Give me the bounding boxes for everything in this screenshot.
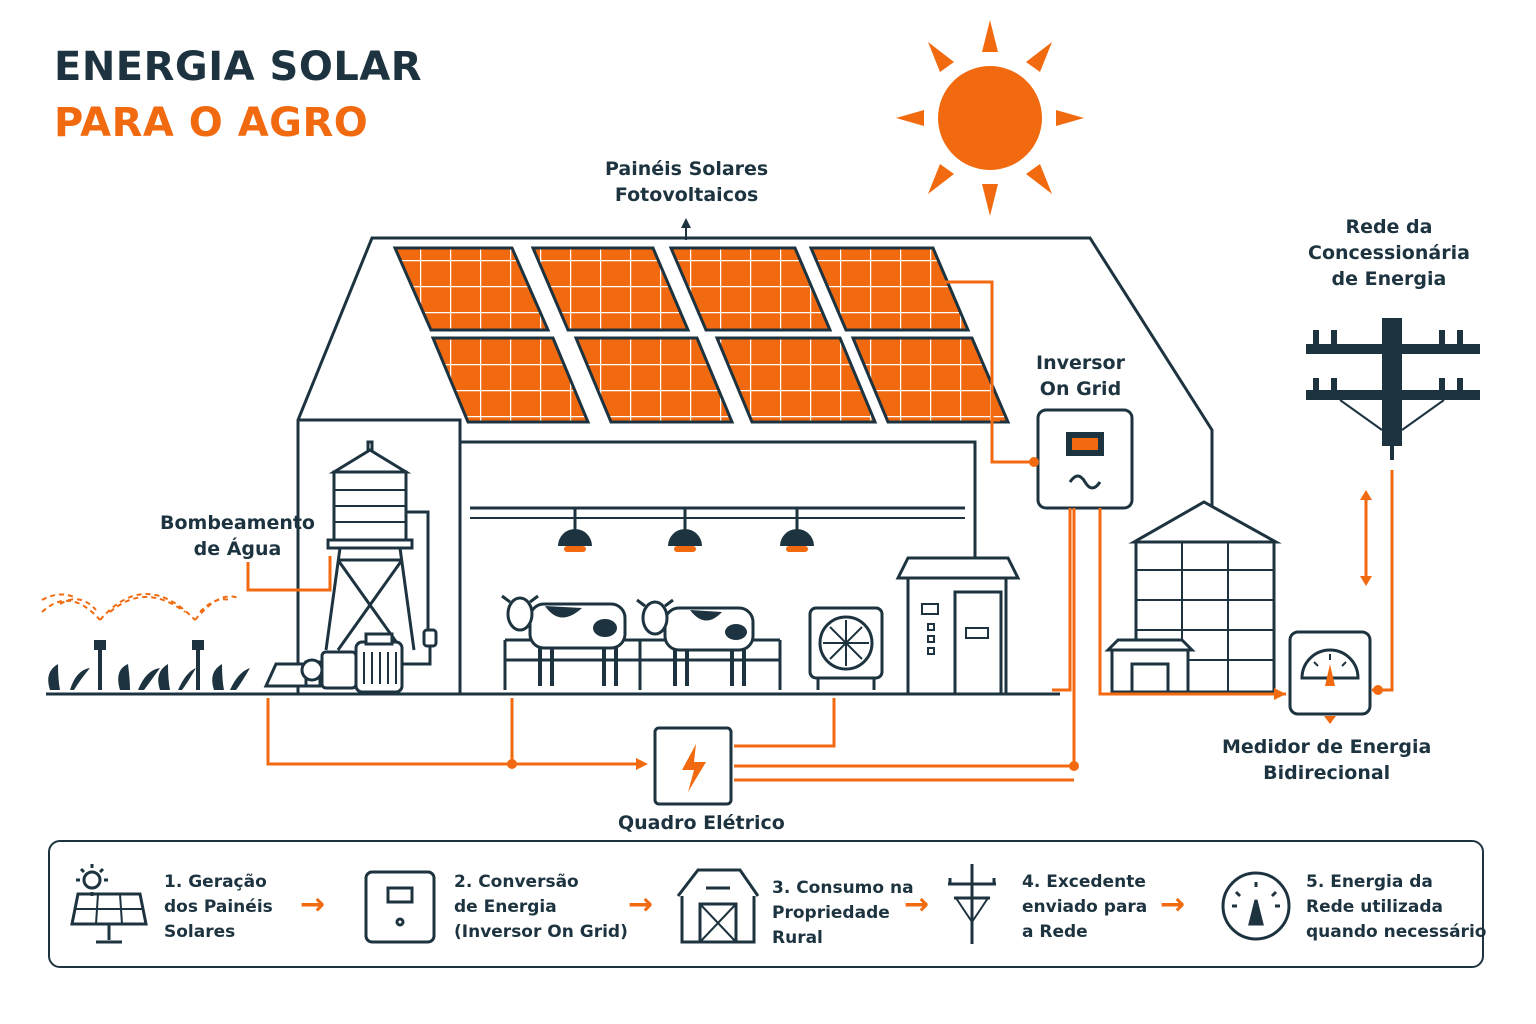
electric-wiring <box>246 280 1394 782</box>
title-line-1: ENERGIA SOLAR <box>54 44 423 90</box>
inverter-icon <box>364 870 436 944</box>
label-inverter: Inversor On Grid <box>1036 352 1125 400</box>
wiring-arrowheads <box>507 457 1383 771</box>
legend-icons <box>70 864 1291 944</box>
energy-meter-icon <box>1288 630 1372 724</box>
arrow-right-icon: → <box>628 887 654 922</box>
solar-panel-icon <box>70 864 148 944</box>
arrow-right-icon: → <box>300 887 326 922</box>
cattle-fence <box>503 638 782 690</box>
barn-icon <box>676 868 760 944</box>
water-tower-icon <box>324 440 438 651</box>
inverter-icon <box>1036 408 1134 510</box>
crop-plants <box>48 664 250 690</box>
power-pole-icon <box>1306 318 1480 460</box>
solar-panel-array <box>392 246 1011 424</box>
arrow-right-icon: → <box>1160 887 1186 922</box>
gauge-icon <box>1221 871 1291 941</box>
label-panel-board: Quadro Elétrico <box>618 812 785 834</box>
sun-icon <box>896 20 1084 216</box>
label-pumping: Bombeamento de Água <box>160 512 315 560</box>
electrical-panel-icon <box>653 726 733 806</box>
label-meter: Medidor de Energia Bidirecional <box>1222 736 1432 784</box>
silo-icon <box>1104 500 1282 694</box>
fan-icon <box>808 606 884 690</box>
label-grid: Rede da Concessionária de Energia <box>1308 216 1470 290</box>
barn-building <box>296 236 1214 695</box>
arrow-right-icon: → <box>904 887 930 922</box>
ceiling-lamps <box>558 508 814 552</box>
cow-icon <box>636 598 755 686</box>
title-line-2: PARA O AGRO <box>54 100 369 146</box>
cow-icon <box>501 594 627 686</box>
control-cabinet <box>895 556 1021 696</box>
label-panels: Painéis Solares Fotovoltaicos <box>605 158 769 206</box>
water-pump-icon <box>263 632 432 694</box>
irrigation-sprinklers <box>41 593 239 690</box>
power-pole-icon <box>948 864 996 944</box>
